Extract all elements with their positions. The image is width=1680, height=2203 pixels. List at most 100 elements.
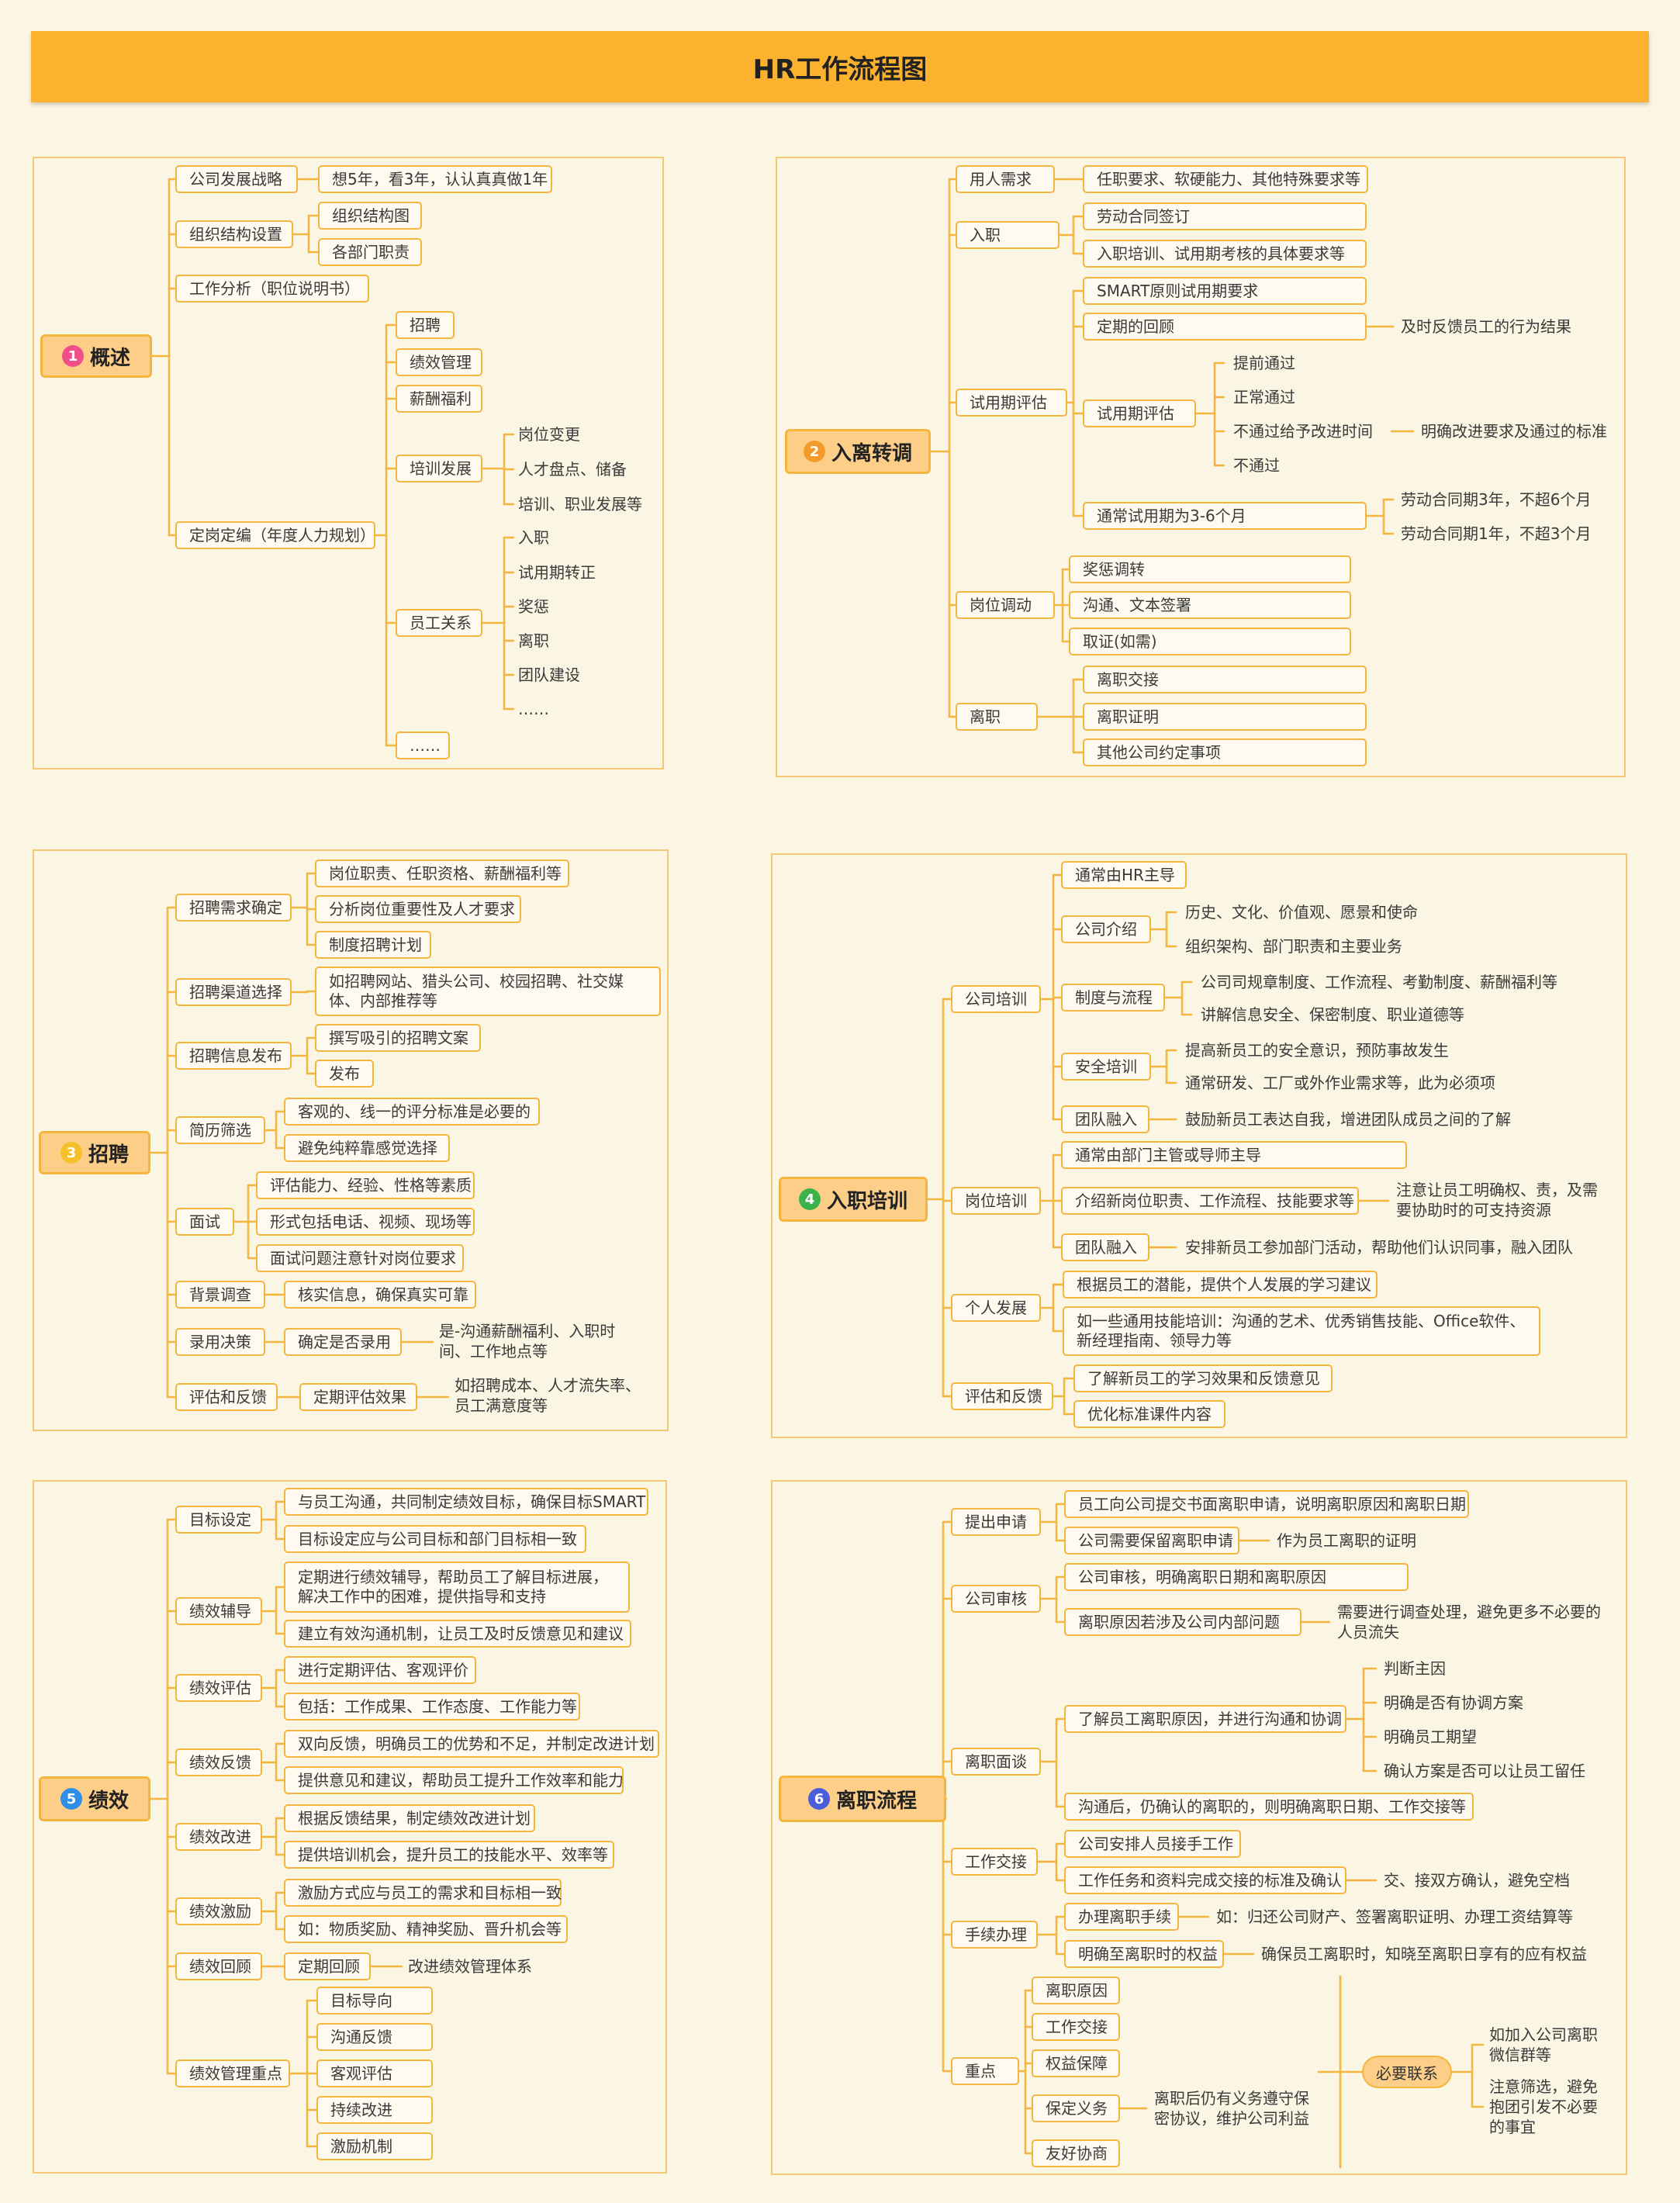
node-text: 试用期转正 xyxy=(518,563,596,582)
node-box: 避免纯粹靠感觉选择 xyxy=(284,1134,450,1162)
node-box: 离职原因若涉及公司内部问题 xyxy=(1064,1608,1301,1636)
node-box: 入职 xyxy=(956,221,1060,249)
section-number-badge: 2 xyxy=(803,441,825,462)
node-text: …… xyxy=(518,700,549,718)
node-box: 定期回顾 xyxy=(284,1952,371,1980)
node-box: 任职要求、软硬能力、其他特殊要求等 xyxy=(1083,165,1368,193)
node-box: 客观的、线一的评分标准是必要的 xyxy=(284,1098,540,1126)
node-box: 定期评估效果 xyxy=(299,1383,417,1411)
node-box: 了解员工离职原因，并进行沟通和协调 xyxy=(1064,1705,1346,1733)
node-text: 团队建设 xyxy=(518,666,580,684)
node-box: 沟通反馈 xyxy=(316,2023,433,2051)
node-box: 公司介绍 xyxy=(1061,915,1151,943)
node-box: 岗位职责、任职资格、薪酬福利等 xyxy=(315,859,569,887)
node-box: 分析岗位重要性及人才要求 xyxy=(315,895,521,923)
section-title: 概述 xyxy=(89,346,130,370)
node-text: 如：归还公司财产、签署离职证明、办理工资结算等 xyxy=(1216,1907,1573,1926)
node-box: 招聘渠道选择 xyxy=(175,978,292,1006)
node-box: 劳动合同签订 xyxy=(1083,202,1367,230)
section-number-badge: 4 xyxy=(798,1188,821,1210)
node-box: 手续办理 xyxy=(951,1921,1038,1949)
node-box: 定岗定编（年度人力规划） xyxy=(175,521,375,549)
node-box: 组织结构设置 xyxy=(175,220,293,248)
node-box: 介绍新岗位职责、工作流程、技能要求等 xyxy=(1061,1187,1359,1215)
node-box: 用人需求 xyxy=(956,165,1055,193)
node-text: 人才盘点、储备 xyxy=(518,460,627,479)
key-contact-oval: 必要联系 xyxy=(1362,2056,1452,2088)
section-panel xyxy=(33,849,669,1431)
node-box: 定期进行绩效辅导，帮助员工了解目标进展，解决工作中的困难，提供指导和支持 xyxy=(284,1561,630,1613)
node-text: 注意筛选，避免抱团引发不必要的事宜 xyxy=(1489,2077,1598,2136)
node-box: 离职证明 xyxy=(1083,703,1367,731)
node-text: 组织架构、部门职责和主要业务 xyxy=(1185,937,1402,956)
node-text: 离职 xyxy=(518,631,549,650)
node-box: 员工向公司提交书面离职申请，说明离职原因和离职日期 xyxy=(1064,1490,1469,1518)
node-box: 制度与流程 xyxy=(1061,984,1165,1012)
node-box: 个人发展 xyxy=(951,1294,1041,1322)
node-box: 员工关系 xyxy=(396,609,482,637)
node-box: 优化标准课件内容 xyxy=(1073,1400,1225,1428)
node-box: 激励方式应与员工的需求和目标相一致 xyxy=(284,1879,562,1907)
node-box: 背景调查 xyxy=(175,1281,265,1309)
section-number-badge: 1 xyxy=(61,345,84,367)
node-text: 岗位变更 xyxy=(518,425,580,444)
node-box: 组织结构图 xyxy=(318,202,422,230)
node-box: 离职交接 xyxy=(1083,666,1367,693)
node-text: 及时反馈员工的行为结果 xyxy=(1401,317,1571,336)
node-box: 评估和反馈 xyxy=(951,1382,1053,1410)
node-box: 绩效评估 xyxy=(175,1674,262,1702)
node-box: 奖惩调转 xyxy=(1069,555,1351,583)
node-box: 办理离职手续 xyxy=(1064,1903,1179,1931)
node-box: 通常试用期为3-6个月 xyxy=(1083,502,1367,530)
node-box: 岗位调动 xyxy=(956,591,1055,619)
node-box: 其他公司约定事项 xyxy=(1083,738,1367,766)
section-title: 绩效 xyxy=(88,1789,129,1813)
node-box: 重点 xyxy=(951,2057,1019,2085)
node-box: 提供意见和建议，帮助员工提升工作效率和能力 xyxy=(284,1766,624,1794)
node-text: 交、接双方确认，避免空档 xyxy=(1384,1871,1570,1890)
node-text: 明确员工期望 xyxy=(1384,1727,1477,1746)
node-text: 公司司规章制度、工作流程、考勤制度、薪酬福利等 xyxy=(1201,973,1557,991)
node-box: 发布 xyxy=(315,1060,374,1088)
node-box: 工作任务和资料完成交接的标准及确认 xyxy=(1064,1866,1346,1894)
node-text: 提前通过 xyxy=(1233,354,1295,372)
node-text: 劳动合同期3年，不超6个月 xyxy=(1401,490,1592,509)
node-box: 试用期评估 xyxy=(956,389,1067,417)
node-text: 入职 xyxy=(518,528,549,547)
node-box: 离职面谈 xyxy=(951,1748,1041,1776)
node-text: 正常通过 xyxy=(1233,388,1295,406)
node-box: 友好协商 xyxy=(1032,2139,1120,2167)
node-box: 想5年，看3年，认认真真做1年 xyxy=(318,165,552,193)
node-box: 公司需要保留离职申请 xyxy=(1064,1527,1239,1555)
section-title: 离职流程 xyxy=(835,1789,917,1813)
node-box: 沟通、文本签署 xyxy=(1069,591,1351,619)
node-box: 如招聘网站、猎头公司、校园招聘、社交媒体、内部推荐等 xyxy=(315,967,661,1016)
node-box: 双向反馈，明确员工的优势和不足，并制定改进计划 xyxy=(284,1730,659,1758)
node-box: 绩效回顾 xyxy=(175,1952,262,1980)
node-text: 奖惩 xyxy=(518,597,549,616)
node-box: 目标设定应与公司目标和部门目标相一致 xyxy=(284,1525,586,1553)
node-text: 确保员工离职时，知晓至离职日享有的应有权益 xyxy=(1261,1945,1587,1963)
node-text: 注意让员工明确权、责，及需要协助时的可支持资源 xyxy=(1396,1181,1598,1219)
node-box: 保定义务 xyxy=(1032,2094,1120,2122)
node-box: …… xyxy=(396,731,450,759)
node-box: 提出申请 xyxy=(951,1508,1041,1536)
node-text: 作为员工离职的证明 xyxy=(1277,1531,1416,1550)
node-box: 制度招聘计划 xyxy=(315,931,431,959)
node-text: 不通过 xyxy=(1233,456,1280,475)
node-text: 讲解信息安全、保密制度、职业道德等 xyxy=(1201,1005,1464,1024)
node-box: 绩效改进 xyxy=(175,1823,262,1851)
node-box: 公司安排人员接手工作 xyxy=(1064,1830,1241,1858)
node-box: 培训发展 xyxy=(396,455,482,482)
node-box: 了解新员工的学习效果和反馈意见 xyxy=(1073,1364,1333,1392)
page-title: HR工作流程图 xyxy=(31,31,1649,102)
node-box: 绩效激励 xyxy=(175,1897,262,1925)
node-box: 根据反馈结果，制定绩效改进计划 xyxy=(284,1804,535,1832)
node-box: 绩效管理 xyxy=(396,348,482,376)
